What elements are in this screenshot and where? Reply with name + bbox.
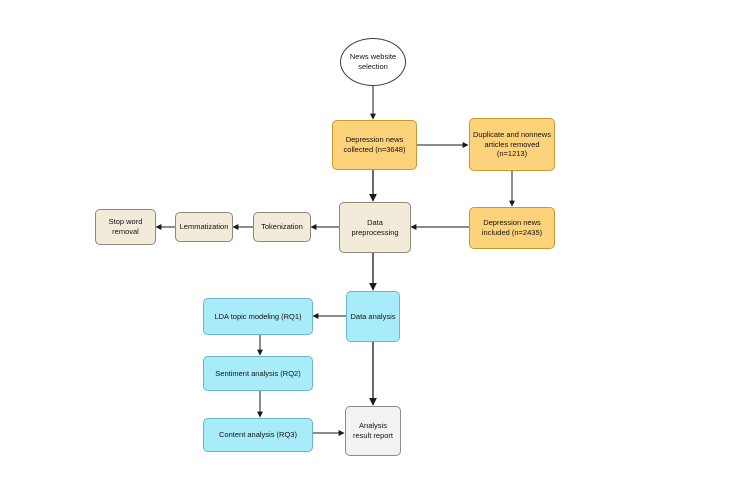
node-analysis-result-report: Analysis result report bbox=[345, 406, 401, 456]
node-depression-news-collected: Depression news collected (n=3648) bbox=[332, 120, 417, 170]
node-tokenization: Tokenization bbox=[253, 212, 311, 242]
node-sentiment-analysis: Sentiment analysis (RQ2) bbox=[203, 356, 313, 391]
node-duplicates-removed: Duplicate and nonnews articles removed (… bbox=[469, 118, 555, 171]
node-depression-news-included: Depression news included (n=2435) bbox=[469, 207, 555, 249]
node-stop-word-removal: Stop word removal bbox=[95, 209, 156, 245]
node-lemmatization: Lemmatization bbox=[175, 212, 233, 242]
node-lda-topic-modeling: LDA topic modeling (RQ1) bbox=[203, 298, 313, 335]
node-data-preprocessing: Data preprocessing bbox=[339, 202, 411, 253]
node-content-analysis: Content analysis (RQ3) bbox=[203, 418, 313, 452]
node-data-analysis: Data analysis bbox=[346, 291, 400, 342]
node-news-website-selection: News website selection bbox=[340, 38, 406, 86]
